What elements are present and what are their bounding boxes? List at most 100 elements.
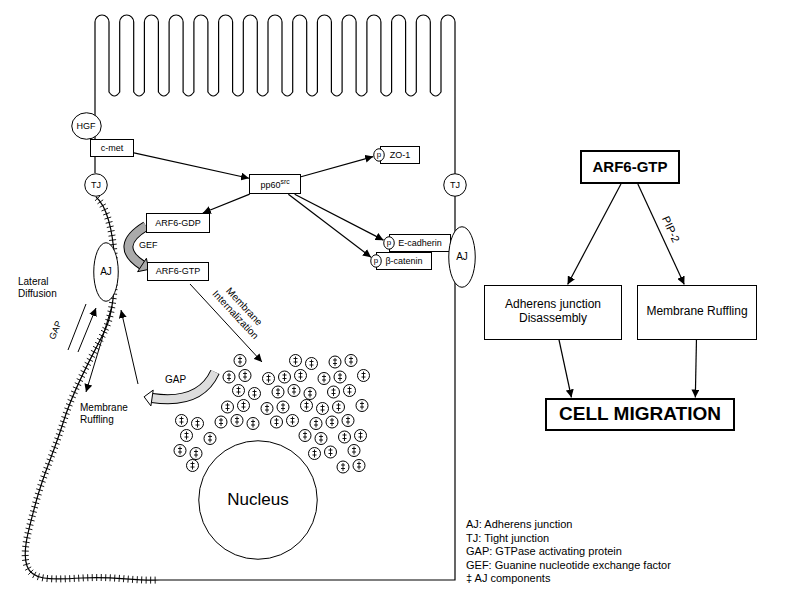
vesicle <box>222 401 234 413</box>
state-box: ARF6-GTP <box>147 262 210 281</box>
phospho-circle: p <box>370 254 382 268</box>
vesicle <box>261 403 273 415</box>
junction-oval: AJ <box>93 242 119 302</box>
node-text: Adherens junction Disassembly <box>505 297 601 325</box>
vesicle <box>334 371 346 383</box>
connector-arrow <box>134 153 249 178</box>
vesicle <box>342 415 354 427</box>
vesicle <box>345 355 357 367</box>
vesicle <box>299 430 311 442</box>
enzyme-label: GEF <box>139 240 158 250</box>
node-text: ZO-1 <box>390 150 411 160</box>
protein-box: β-catenin <box>376 252 431 270</box>
node-text: Membrane Ruffling <box>646 304 747 318</box>
node-text: ARF6-GDP <box>155 218 201 228</box>
node-text: pp60 <box>260 180 280 190</box>
ligand-circle: HGF <box>71 112 102 140</box>
vesicle <box>238 400 250 412</box>
phospho-circle: p <box>373 148 385 162</box>
vesicle <box>344 385 356 397</box>
vesicle <box>231 415 243 427</box>
nucleus-circle: Nucleus <box>198 440 318 560</box>
vesicle <box>309 448 321 460</box>
connector-arrow <box>568 184 621 285</box>
vesicle <box>306 358 318 370</box>
vesicle <box>181 430 193 442</box>
process-box: Adherens junction Disassembly <box>484 285 622 340</box>
vesicle <box>223 371 235 383</box>
lateral-diffusion-arrow <box>78 308 96 352</box>
vesicle <box>288 385 300 397</box>
vesicle <box>301 400 313 412</box>
kinase-box: pp60src <box>249 174 301 194</box>
superscript: src <box>281 178 290 185</box>
gap-band-outline <box>152 372 215 399</box>
vesicle <box>339 431 351 443</box>
connector-arrow <box>638 184 684 285</box>
ruffled-membrane <box>25 330 160 580</box>
vesicle <box>187 460 199 472</box>
vesicle <box>249 388 261 400</box>
vesicle <box>234 355 246 367</box>
enzyme-label: GAP <box>165 374 186 386</box>
vesicle <box>355 430 367 442</box>
process-box: Membrane Ruffling <box>637 285 756 340</box>
legend-text: GAP: GTPase activating protein <box>466 545 622 558</box>
vesicle <box>233 385 245 397</box>
vesicle <box>310 418 322 430</box>
node-text: ARF6-GTP <box>593 158 668 175</box>
node-text: TJ <box>450 180 460 190</box>
vesicle <box>328 386 340 398</box>
vesicle <box>287 415 299 427</box>
state-box: ARF6-GTP <box>580 150 680 184</box>
vesicle <box>279 371 291 383</box>
vesicle <box>271 416 283 428</box>
vesicle <box>329 356 341 368</box>
vesicle <box>337 461 349 473</box>
gap-arrowhead <box>144 390 153 406</box>
legend-text: ‡ AJ components <box>466 572 550 585</box>
node-text: CELL MIGRATION <box>559 403 721 424</box>
edge-label: PIP-2 <box>659 213 684 247</box>
process-label: Membrane Internalization <box>207 276 273 344</box>
vesicle <box>315 433 327 445</box>
vesicle <box>190 448 202 460</box>
vesicle <box>290 355 302 367</box>
phospho-circle: p <box>383 236 395 250</box>
node-text: E-cadherin <box>398 238 442 248</box>
enzyme-label: GAP <box>48 319 65 341</box>
recycling-arrow <box>121 310 138 384</box>
legend-text: TJ: Tight junction <box>466 532 549 545</box>
vesicle <box>356 400 368 412</box>
connector-arrow <box>203 194 250 213</box>
vesicle <box>272 386 284 398</box>
connector-arrow <box>559 340 572 398</box>
node-text: c-met <box>101 143 124 153</box>
vesicle <box>304 388 316 400</box>
node-text: p <box>377 150 381 159</box>
vesicle <box>176 415 188 427</box>
node-text: β-catenin <box>385 256 422 266</box>
connector-arrow <box>288 194 371 257</box>
vesicle <box>277 401 289 413</box>
vesicle <box>295 370 307 382</box>
legend-text: AJ: Adherens junction <box>466 518 572 531</box>
junction-oval: AJ <box>448 226 476 288</box>
node-text: ARF6-GTP <box>156 266 201 276</box>
vesicle <box>317 403 329 415</box>
node-text: p <box>387 238 391 247</box>
vesicle <box>215 416 227 428</box>
protein-box: ZO-1 <box>380 146 420 164</box>
vesicle <box>263 373 275 385</box>
process-label: Lateral Diffusion <box>18 276 76 299</box>
vesicle <box>325 446 337 458</box>
aj-component-marks <box>22 330 156 583</box>
receptor-box: c-met <box>90 139 134 157</box>
state-box: ARF6-GDP <box>146 213 210 233</box>
vesicle <box>326 416 338 428</box>
vesicle <box>192 418 204 430</box>
junction-circle: TJ <box>443 173 467 197</box>
vesicle <box>247 418 259 430</box>
legend-text: GEF: Guanine nucleotide exchange factor <box>466 559 671 572</box>
vesicle <box>174 445 186 457</box>
